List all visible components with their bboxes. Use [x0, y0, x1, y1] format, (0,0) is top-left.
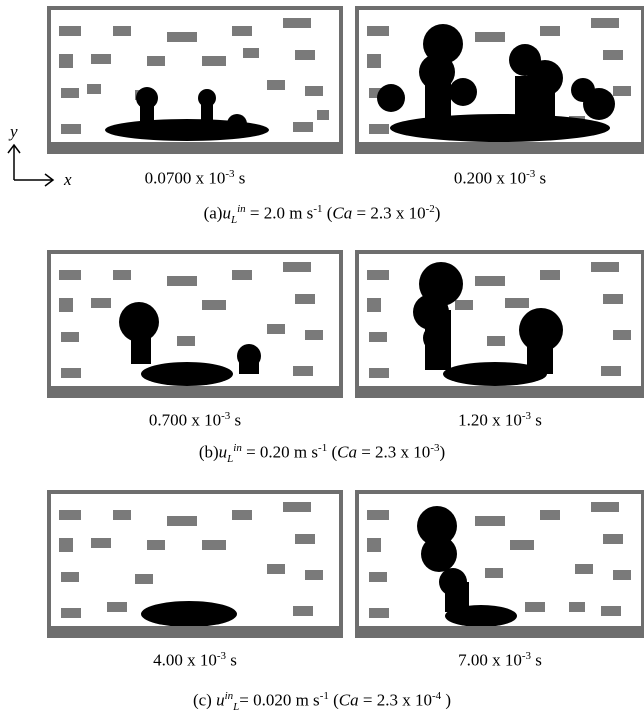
- axes-arrows: [7, 143, 55, 187]
- caption-a: (a)uLin = 2.0 m s-1 (Ca = 2.3 x 10-2): [203, 203, 441, 227]
- caption-b: (b)uLin = 0.20 m s-1 (Ca = 2.3 x 10-3): [198, 442, 446, 466]
- channel-c2-svg: [355, 490, 644, 638]
- caption-c: (c) uinL= 0.020 m s-1 (Ca = 2.3 x 10-4 ): [192, 690, 452, 714]
- time-label-c1: 4.00 x 10-3 s: [153, 650, 237, 670]
- channel-b2-svg: [355, 250, 644, 398]
- simulation-panel-b2: [355, 250, 644, 398]
- coordinate-axes: y x: [4, 122, 84, 192]
- x-axis-label: x: [64, 170, 72, 189]
- simulation-panel-b1: [47, 250, 343, 398]
- simulation-panel-c1: [47, 490, 343, 638]
- time-label-c2: 7.00 x 10-3 s: [458, 650, 542, 670]
- droplet-a2: [377, 24, 615, 142]
- time-label-a2: 0.200 x 10-3 s: [453, 168, 547, 188]
- channel-c1-svg: [47, 490, 343, 638]
- simulation-panel-a2: [355, 6, 644, 154]
- droplet-b2: [413, 262, 563, 386]
- y-axis-label: y: [10, 122, 18, 141]
- droplet-c2: [417, 506, 517, 627]
- channel-b1-svg: [47, 250, 343, 398]
- channel-a1-svg: [47, 6, 343, 154]
- simulation-panel-a1: [47, 6, 343, 154]
- simulation-panel-c2: [355, 490, 644, 638]
- droplet-c1: [141, 601, 237, 627]
- droplet-b1: [119, 302, 261, 386]
- droplet-a1: [105, 87, 269, 141]
- time-label-b1: 0.700 x 10-3 s: [148, 410, 242, 430]
- time-label-a1: 0.0700 x 10-3 s: [144, 168, 246, 188]
- time-label-b2: 1.20 x 10-3 s: [458, 410, 542, 430]
- channel-a2-svg: [355, 6, 644, 154]
